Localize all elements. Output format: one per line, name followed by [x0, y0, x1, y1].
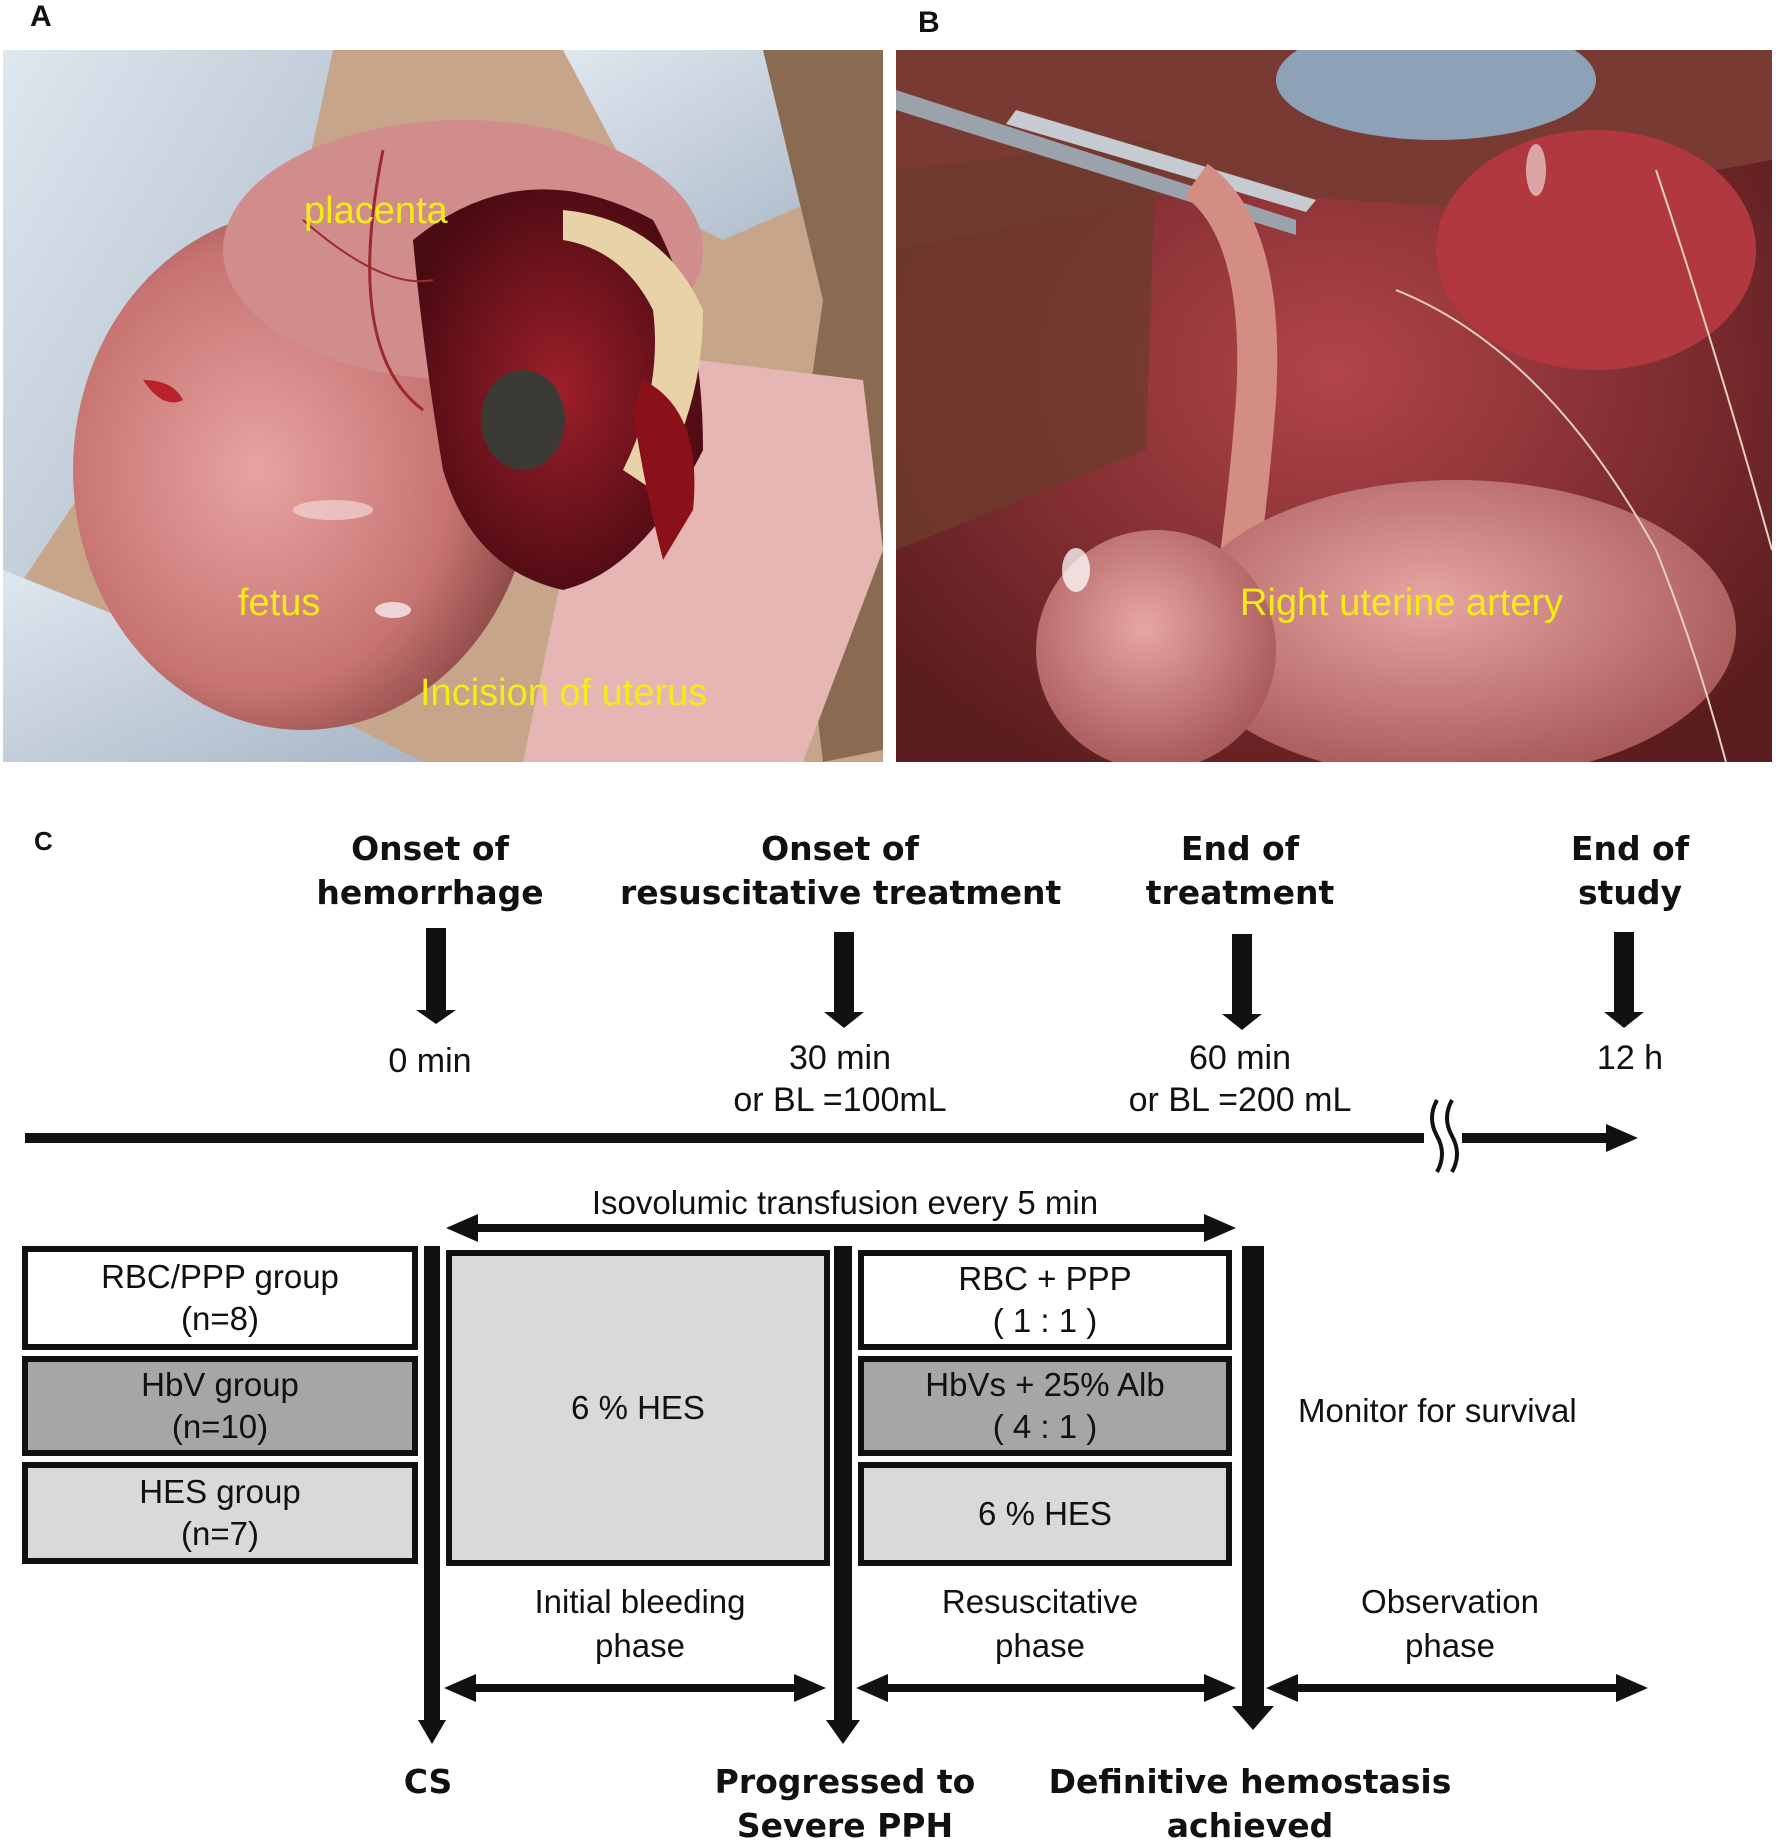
- cs-vertical-bar: [418, 1246, 446, 1744]
- event-title-line: hemorrhage: [316, 873, 544, 912]
- treatment-ratio: ( 1 : 1 ): [992, 1302, 1098, 1339]
- bottom-label-line: Progressed to: [714, 1762, 976, 1801]
- bottom-label-line: CS: [403, 1762, 453, 1801]
- event-down-arrow: [1222, 934, 1262, 1030]
- initial-treatment-label: 6 % HES: [571, 1389, 705, 1426]
- group-count: (n=7): [181, 1515, 259, 1552]
- uterus-surgery-photo: [3, 50, 883, 762]
- uterine-artery-photo: [896, 50, 1772, 762]
- treatment-ratio: ( 4 : 1 ): [992, 1408, 1098, 1445]
- transfusion-label: Isovolumic transfusion every 5 min: [591, 1184, 1099, 1221]
- group-count: (n=10): [171, 1408, 269, 1445]
- phase-line: phase: [595, 1627, 685, 1664]
- group-count: (n=8): [181, 1300, 259, 1337]
- phase-line: phase: [1405, 1627, 1495, 1664]
- event-title-line: Onset of: [351, 829, 509, 868]
- phase-line: Resuscitative: [941, 1583, 1139, 1620]
- phase-line: Initial bleeding: [534, 1583, 746, 1620]
- time-0-min: 0 min: [300, 1040, 560, 1082]
- time-30-min: 30 min or BL =100mL: [680, 1037, 1000, 1121]
- phase-line: Observation: [1361, 1583, 1539, 1620]
- panel-a-letter: A: [30, 0, 52, 33]
- event-title-line: End of: [1180, 829, 1300, 868]
- observation-phase-arrow: [1266, 1674, 1648, 1702]
- time-line: 60 min: [1188, 1039, 1292, 1077]
- event-end-treatment-title: End of treatment: [1090, 827, 1390, 915]
- time-12-h: 12 h: [1530, 1037, 1730, 1079]
- initial-treatment-box: 6 % HES: [446, 1250, 830, 1566]
- event-title-line: End of: [1570, 829, 1690, 868]
- fetus-label: fetus: [238, 582, 321, 624]
- panel-a-photo: [3, 50, 883, 762]
- time-line: or BL =200 mL: [1128, 1081, 1352, 1119]
- event-down-arrow: [416, 928, 456, 1024]
- event-title-line: treatment: [1145, 873, 1335, 912]
- event-title-line: study: [1577, 873, 1683, 912]
- time-line: or BL =100mL: [733, 1081, 947, 1119]
- hemostasis-vertical-bar: [1232, 1246, 1274, 1730]
- artery-label: Right uterine artery: [1240, 582, 1564, 624]
- group-box-hes: HES group (n=7): [22, 1462, 418, 1564]
- time-60-min: 60 min or BL =200 mL: [1080, 1037, 1400, 1121]
- treatment-box-hes: 6 % HES: [858, 1462, 1232, 1566]
- hemostasis-label: Definitive hemostasis achieved: [1040, 1760, 1460, 1848]
- bottom-label-line: Definitive hemostasis: [1048, 1762, 1452, 1801]
- placenta-label: placenta: [304, 190, 448, 232]
- time-line: 12 h: [1596, 1039, 1664, 1077]
- group-name: HES group: [139, 1473, 301, 1510]
- time-line: 0 min: [388, 1042, 472, 1080]
- treatment-name: RBC + PPP: [958, 1260, 1132, 1297]
- treatment-name: 6 % HES: [978, 1495, 1112, 1532]
- group-box-hbv: HbV group (n=10): [22, 1356, 418, 1456]
- phase-line: phase: [995, 1627, 1085, 1664]
- main-timeline-arrow: [25, 1099, 1638, 1173]
- treatment-box-rbc-ppp: RBC + PPP ( 1 : 1 ): [858, 1250, 1232, 1350]
- phase-resuscitative: Resuscitative phase: [880, 1580, 1200, 1668]
- transfusion-double-arrow: [446, 1214, 1236, 1242]
- initial-phase-arrow: [444, 1674, 826, 1702]
- bottom-label-line: Severe PPH: [736, 1806, 954, 1845]
- event-end-study-title: End of study: [1530, 827, 1730, 915]
- incision-label: Incision of uterus: [420, 672, 708, 714]
- cs-label: CS: [368, 1760, 488, 1804]
- treatment-box-hbvs: HbVs + 25% Alb ( 4 : 1 ): [858, 1356, 1232, 1456]
- time-line: 30 min: [788, 1039, 892, 1077]
- group-name: HbV group: [141, 1366, 299, 1403]
- group-box-rbc-ppp: RBC/PPP group (n=8): [22, 1246, 418, 1350]
- event-title-line: Onset of: [761, 829, 919, 868]
- severe-pph-label: Progressed to Severe PPH: [680, 1760, 1010, 1848]
- bottom-label-line: achieved: [1166, 1806, 1334, 1845]
- phase-initial-bleeding: Initial bleeding phase: [480, 1580, 800, 1668]
- panel-c-letter: C: [34, 826, 53, 856]
- monitor-survival-label: Monitor for survival: [1298, 1392, 1577, 1429]
- panel-b-letter: B: [918, 6, 940, 39]
- event-onset-hemorrhage-title: Onset of hemorrhage: [250, 827, 610, 915]
- event-title-line: resuscitative treatment: [620, 873, 1062, 912]
- resuscitative-phase-arrow: [856, 1674, 1236, 1702]
- severe-pph-vertical-bar: [826, 1246, 860, 1744]
- event-down-arrow: [824, 932, 864, 1028]
- event-down-arrow: [1604, 932, 1644, 1028]
- panel-b-photo: [896, 50, 1772, 762]
- phase-observation: Observation phase: [1290, 1580, 1610, 1668]
- event-onset-resuscitative-title: Onset of resuscitative treatment: [620, 827, 1062, 915]
- group-name: RBC/PPP group: [101, 1258, 339, 1295]
- treatment-name: HbVs + 25% Alb: [925, 1366, 1165, 1403]
